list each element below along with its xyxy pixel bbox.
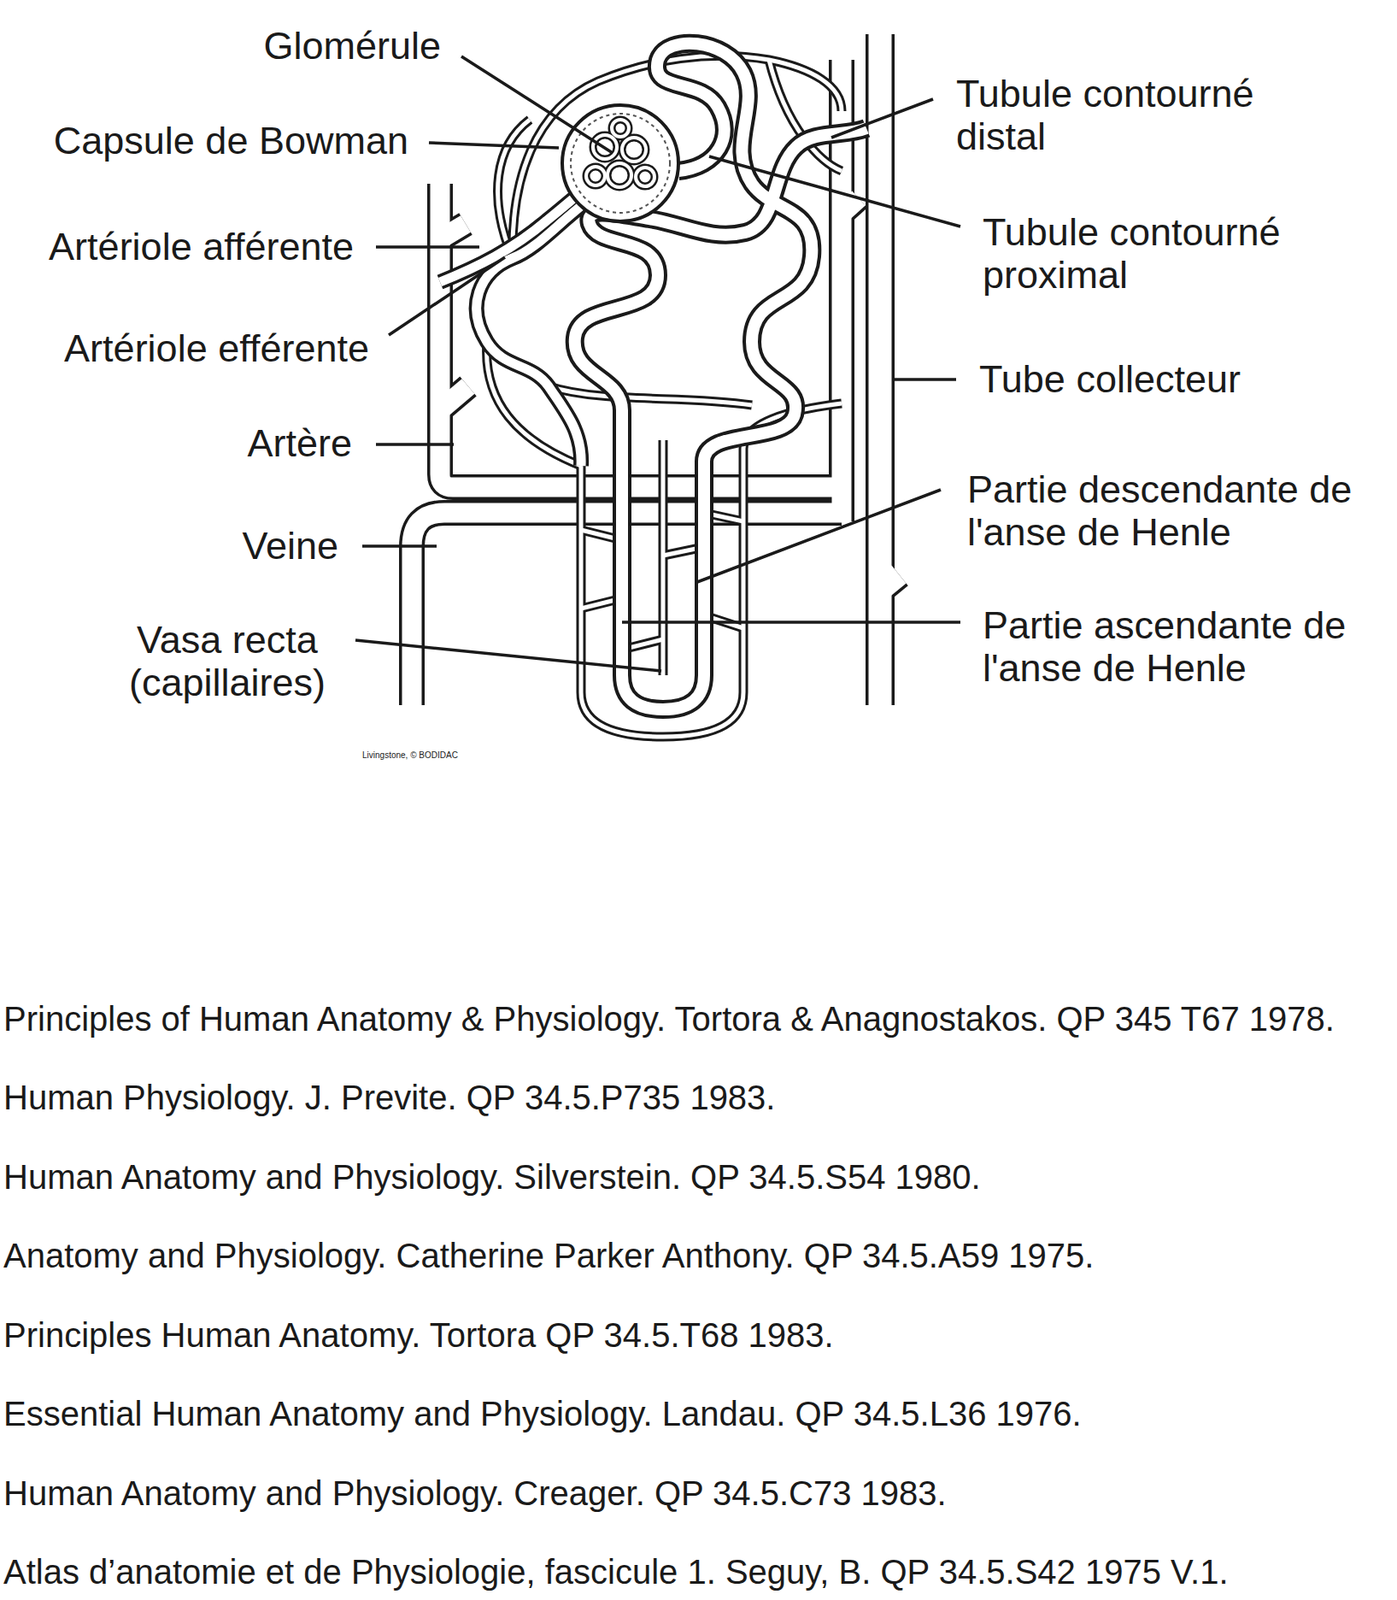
leader-line bbox=[362, 544, 437, 548]
glomerulus-loop bbox=[607, 163, 632, 188]
branch-outline bbox=[841, 198, 859, 214]
branch-fill bbox=[440, 223, 466, 240]
part-label: Capsule de Bowman bbox=[53, 119, 409, 163]
reference: Human Anatomy and Physiology. Silverstei… bbox=[3, 1157, 981, 1197]
tubule-fill bbox=[575, 43, 867, 710]
leader-line bbox=[428, 142, 559, 148]
part-label: Glomérule bbox=[263, 24, 441, 68]
leader-line bbox=[355, 639, 662, 671]
reference: Human Anatomy and Physiology. Creager. Q… bbox=[3, 1473, 947, 1513]
leader-line bbox=[388, 257, 505, 335]
glomerulus-fill bbox=[586, 119, 655, 188]
leader-line bbox=[622, 620, 961, 624]
branch-fill bbox=[841, 198, 859, 214]
branch-fill bbox=[440, 386, 469, 411]
glomerulus-loop bbox=[635, 167, 655, 187]
reference: Human Physiology. J. Previte. QP 34.5.P7… bbox=[3, 1078, 775, 1117]
reference: Principles Human Anatomy. Tortora QP 34.… bbox=[3, 1315, 834, 1355]
branch-fill bbox=[880, 574, 899, 590]
leader-line bbox=[831, 99, 934, 138]
part-label: Tubule contourné distal bbox=[956, 72, 1281, 159]
part-label: Tube collecteur bbox=[979, 358, 1241, 401]
glomerulus-loop bbox=[611, 119, 629, 137]
leader-line bbox=[709, 156, 961, 227]
glomerulus-loop bbox=[607, 163, 632, 188]
capillary-fill bbox=[548, 386, 752, 406]
capsule-inner bbox=[570, 113, 670, 213]
collecting-duct-fill bbox=[868, 34, 893, 705]
part-label: Artériole afférente bbox=[48, 225, 354, 269]
reference: Anatomy and Physiology. Catherine Parker… bbox=[3, 1236, 1094, 1275]
part-label: Partie descendante de l'anse de Henle bbox=[967, 468, 1378, 555]
glomerulus-loop bbox=[622, 137, 646, 162]
glomerulus-loop bbox=[611, 119, 629, 137]
capillary-outline bbox=[548, 386, 752, 406]
glomerulus-loop bbox=[635, 167, 655, 187]
part-label: Artériole efférente bbox=[64, 327, 370, 370]
renal-tubule bbox=[575, 43, 867, 710]
leader-line bbox=[375, 245, 480, 249]
leader-lines bbox=[355, 56, 961, 671]
reference: Principles of Human Anatomy & Physiology… bbox=[3, 999, 1335, 1039]
part-label: Tubule contourné proximal bbox=[982, 211, 1308, 298]
glomerulus-loop bbox=[586, 166, 605, 186]
reference: Essential Human Anatomy and Physiology. … bbox=[3, 1394, 1082, 1433]
efferent-fill bbox=[476, 187, 605, 466]
capsule-outline bbox=[562, 105, 679, 222]
glomerulus-loop bbox=[586, 166, 605, 186]
branch-outline bbox=[440, 223, 466, 240]
glomerulus-outline bbox=[586, 119, 655, 188]
leader-line bbox=[697, 489, 941, 582]
glomerulus-loop bbox=[622, 137, 646, 162]
leader-line bbox=[892, 377, 957, 382]
renal-corpuscle bbox=[562, 105, 679, 222]
tubule-outline bbox=[575, 43, 867, 710]
part-label: Veine bbox=[241, 524, 339, 568]
part-label: Partie ascendante de l'anse de Henle bbox=[982, 604, 1376, 691]
collecting-duct-outline bbox=[865, 34, 895, 705]
reference: Atlas d’anatomie et de Physiologie, fasc… bbox=[3, 1552, 1229, 1591]
watermark: Livingstone, © BODIDAC bbox=[362, 750, 458, 760]
arterioles bbox=[440, 177, 605, 466]
part-label: Vasa recta (capillaires) bbox=[119, 618, 335, 705]
leader-line bbox=[461, 56, 613, 153]
branch-outline bbox=[880, 574, 899, 590]
part-label: Artère bbox=[246, 422, 353, 465]
leader-line bbox=[375, 442, 454, 447]
